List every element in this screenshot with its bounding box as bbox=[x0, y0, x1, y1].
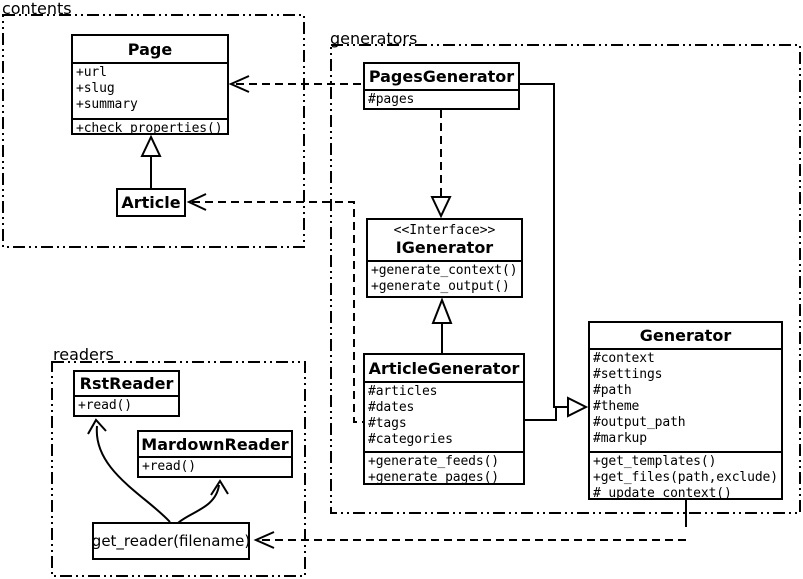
contents-package-border bbox=[2, 14, 305, 248]
contents-package-label: contents bbox=[2, 0, 72, 18]
attribute-row: #categories bbox=[368, 432, 453, 447]
class-mardownreader: MardownReader +read() bbox=[137, 430, 293, 478]
class-title: MardownReader bbox=[141, 434, 289, 454]
attribute-row: +summary bbox=[76, 97, 138, 112]
method-row: +generate_context() bbox=[371, 263, 518, 278]
pagesgenerator-igenerator-realization-arrow bbox=[430, 196, 452, 219]
class-methods: +read() bbox=[139, 456, 291, 476]
method-row: +check_properties() bbox=[76, 121, 223, 133]
article-page-inheritance-arrow bbox=[140, 134, 162, 157]
attribute-row: #markup bbox=[593, 431, 647, 446]
class-methods: +generate_feeds() +generate_pages() bbox=[365, 451, 523, 483]
attribute-row: #context bbox=[593, 351, 655, 366]
class-title: PagesGenerator bbox=[368, 67, 515, 86]
class-title: Article bbox=[121, 193, 181, 212]
generators-package-border bbox=[330, 44, 801, 514]
attribute-row: #output_path bbox=[593, 415, 686, 430]
attribute-row: #pages bbox=[368, 92, 415, 107]
class-title: Page bbox=[127, 39, 173, 59]
pagesgenerator-page-dependency-arrow bbox=[228, 75, 250, 93]
articlegenerator-generator-inheritance-line bbox=[525, 406, 568, 421]
class-attributes: #context #settings #path #theme #output_… bbox=[590, 348, 781, 451]
class-generator: Generator #context #settings #path #them… bbox=[588, 321, 783, 500]
class-title-text: IGenerator bbox=[395, 237, 494, 257]
attribute-row: #tags bbox=[368, 416, 407, 431]
class-igenerator: <<Interface>> IGenerator +generate_conte… bbox=[366, 218, 523, 298]
class-attributes: #pages bbox=[365, 89, 518, 108]
method-row: +generate_pages() bbox=[368, 470, 500, 483]
class-methods: +check_properties() bbox=[73, 118, 227, 133]
readers-package-border bbox=[51, 361, 306, 577]
class-stereotype: <<Interface>> bbox=[393, 222, 496, 238]
method-row: +read() bbox=[142, 459, 196, 474]
class-rstreader: RstReader +read() bbox=[73, 370, 180, 417]
getreader-rstreader-arrow bbox=[87, 418, 107, 435]
generator-getreader-dependency-arrow bbox=[253, 531, 275, 549]
attribute-row: #articles bbox=[368, 384, 438, 399]
articlegenerator-article-dependency-arrow bbox=[186, 193, 207, 211]
method-row: #_update_context() bbox=[593, 486, 732, 498]
class-methods: +generate_context() +generate_output() bbox=[368, 260, 521, 296]
class-title: <<Interface>> IGenerator bbox=[368, 220, 521, 260]
attribute-row: #path bbox=[593, 383, 632, 398]
function-label: get_reader(filename) bbox=[91, 532, 251, 550]
attribute-row: #dates bbox=[368, 400, 415, 415]
class-title: ArticleGenerator bbox=[368, 358, 520, 378]
getreader-mardownreader-line bbox=[177, 484, 220, 524]
attribute-row: +slug bbox=[76, 81, 115, 96]
getreader-rstreader-line bbox=[95, 425, 171, 523]
class-articlegenerator: ArticleGenerator #articles #dates #tags … bbox=[363, 353, 525, 485]
method-row: +generate_feeds() bbox=[368, 454, 500, 469]
generators-package-label: generators bbox=[330, 29, 418, 48]
pagesgenerator-generator-inheritance-line bbox=[520, 83, 568, 408]
attribute-row: #theme bbox=[593, 399, 640, 414]
readers-package-label: readers bbox=[53, 345, 114, 364]
class-article: Article bbox=[116, 188, 186, 217]
class-page: Page +url +slug +summary +check_properti… bbox=[71, 34, 229, 135]
generator-inheritance-arrow bbox=[567, 396, 589, 418]
getreader-mardownreader-arrow bbox=[210, 479, 229, 496]
method-row: +get_templates() bbox=[593, 454, 717, 469]
class-title: RstReader bbox=[79, 374, 174, 393]
articlegenerator-article-dependency-line bbox=[192, 201, 364, 423]
method-row: +get_files(path,exclude) bbox=[593, 470, 778, 485]
class-pagesgenerator: PagesGenerator #pages bbox=[363, 62, 520, 110]
class-title: Generator bbox=[639, 326, 732, 345]
class-methods: +read() bbox=[75, 395, 178, 415]
class-methods: +get_templates() +get_files(path,exclude… bbox=[590, 451, 781, 498]
attribute-row: +url bbox=[76, 65, 107, 80]
attribute-row: #settings bbox=[593, 367, 663, 382]
method-row: +generate_output() bbox=[371, 279, 510, 294]
function-get-reader: get_reader(filename) bbox=[92, 522, 250, 560]
method-row: +read() bbox=[78, 398, 132, 413]
class-attributes: +url +slug +summary bbox=[73, 62, 227, 118]
class-attributes: #articles #dates #tags #categories bbox=[365, 381, 523, 451]
articlegenerator-igenerator-inheritance-arrow bbox=[431, 297, 453, 324]
